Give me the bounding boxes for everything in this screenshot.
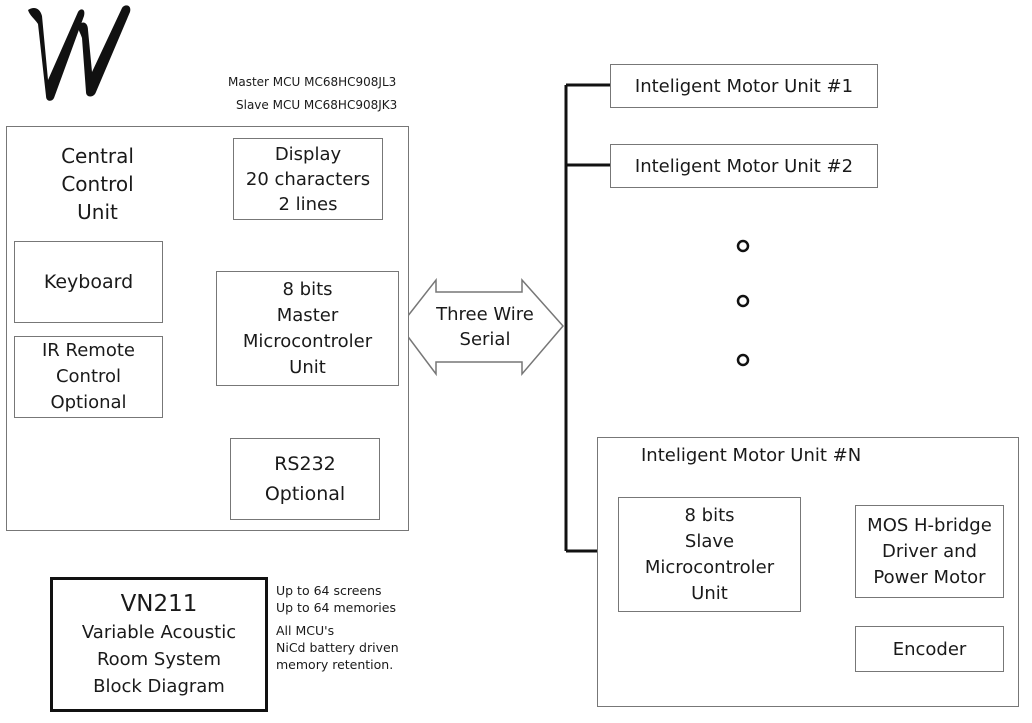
vn-logo [28,5,131,101]
motor-unit-n-title: Inteligent Motor Unit #N [641,445,862,466]
master-mcu-box: 8 bits Master Microcontroler Unit [216,271,399,386]
rs232-box: RS232 Optional [230,438,380,520]
slave-mcu-note: Slave MCU MC68HC908JK3 [236,98,398,112]
central-unit-title: Central Control Unit [61,144,134,224]
slave-mcu-box: 8 bits Slave Microcontroler Unit [618,497,801,612]
ir-remote-box: IR Remote Control Optional [14,336,163,418]
display-box: Display 20 characters 2 lines [233,138,383,220]
model-name: VN211 [120,591,198,617]
motor-unit-1: Inteligent Motor Unit #1 [610,64,878,108]
hbridge-box: MOS H-bridge Driver and Power Motor [855,505,1004,598]
master-mcu-note: Master MCU MC68HC908JL3 [228,75,397,89]
bus-label: Three Wire Serial [436,304,534,350]
three-wire-serial-arrow [399,277,564,377]
keyboard-box: Keyboard [14,241,163,323]
motor-unit-2: Inteligent Motor Unit #2 [610,144,878,188]
encoder-box: Encoder [855,626,1004,672]
features-notes: Up to 64 screens Up to 64 memories All M… [276,583,399,672]
title-block: VN211 Variable Acoustic Room System Bloc… [50,577,268,712]
